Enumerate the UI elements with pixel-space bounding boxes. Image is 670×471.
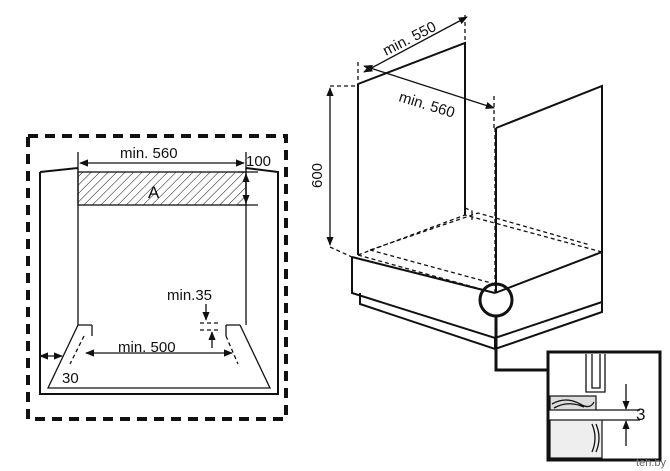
front-cabinet-outline bbox=[39, 167, 279, 395]
watermark-text: teh.by bbox=[636, 457, 666, 469]
front-view-dashed-frame bbox=[26, 134, 288, 421]
detail-lower-grain bbox=[591, 423, 600, 453]
front-floor-inner bbox=[91, 325, 227, 336]
iso-depth-label: min. 550 bbox=[380, 18, 439, 59]
front-side-label: 30 bbox=[62, 370, 79, 387]
front-width-label: min. 560 bbox=[120, 145, 178, 162]
iso-view: 600 min. 550 min. 560 bbox=[309, 15, 603, 372]
detail-lower-block bbox=[549, 419, 603, 459]
front-inner-width-label: min. 500 bbox=[118, 339, 176, 356]
iso-left-panel bbox=[357, 41, 466, 255]
front-view: A min. 560 100 min.35 min. 500 30 bbox=[26, 134, 288, 421]
detail-wood-grain bbox=[551, 399, 595, 409]
iso-hidden-vertical bbox=[464, 43, 496, 293]
zone-a-label: A bbox=[148, 183, 160, 202]
front-inner-ext-right bbox=[225, 335, 239, 365]
detail-panel bbox=[585, 354, 606, 393]
detail-view: 3 bbox=[546, 350, 662, 462]
iso-depth-dimension bbox=[363, 16, 468, 73]
detail-gap-label: 3 bbox=[636, 405, 645, 424]
iso-height-label: 600 bbox=[309, 163, 326, 188]
zone-a-hatch bbox=[77, 171, 247, 206]
iso-width-dimension bbox=[363, 65, 495, 109]
front-height-label: 100 bbox=[246, 153, 271, 170]
front-inner-ext-left bbox=[69, 335, 85, 365]
front-floor bbox=[46, 324, 272, 389]
iso-right-panel bbox=[495, 84, 603, 293]
front-gap-label: min.35 bbox=[167, 287, 212, 304]
detail-upper-block bbox=[549, 395, 597, 411]
iso-detail-leader bbox=[494, 316, 548, 372]
iso-height-ext-bottom bbox=[329, 246, 353, 258]
iso-base bbox=[351, 250, 603, 340]
iso-hidden-floor bbox=[357, 207, 603, 294]
